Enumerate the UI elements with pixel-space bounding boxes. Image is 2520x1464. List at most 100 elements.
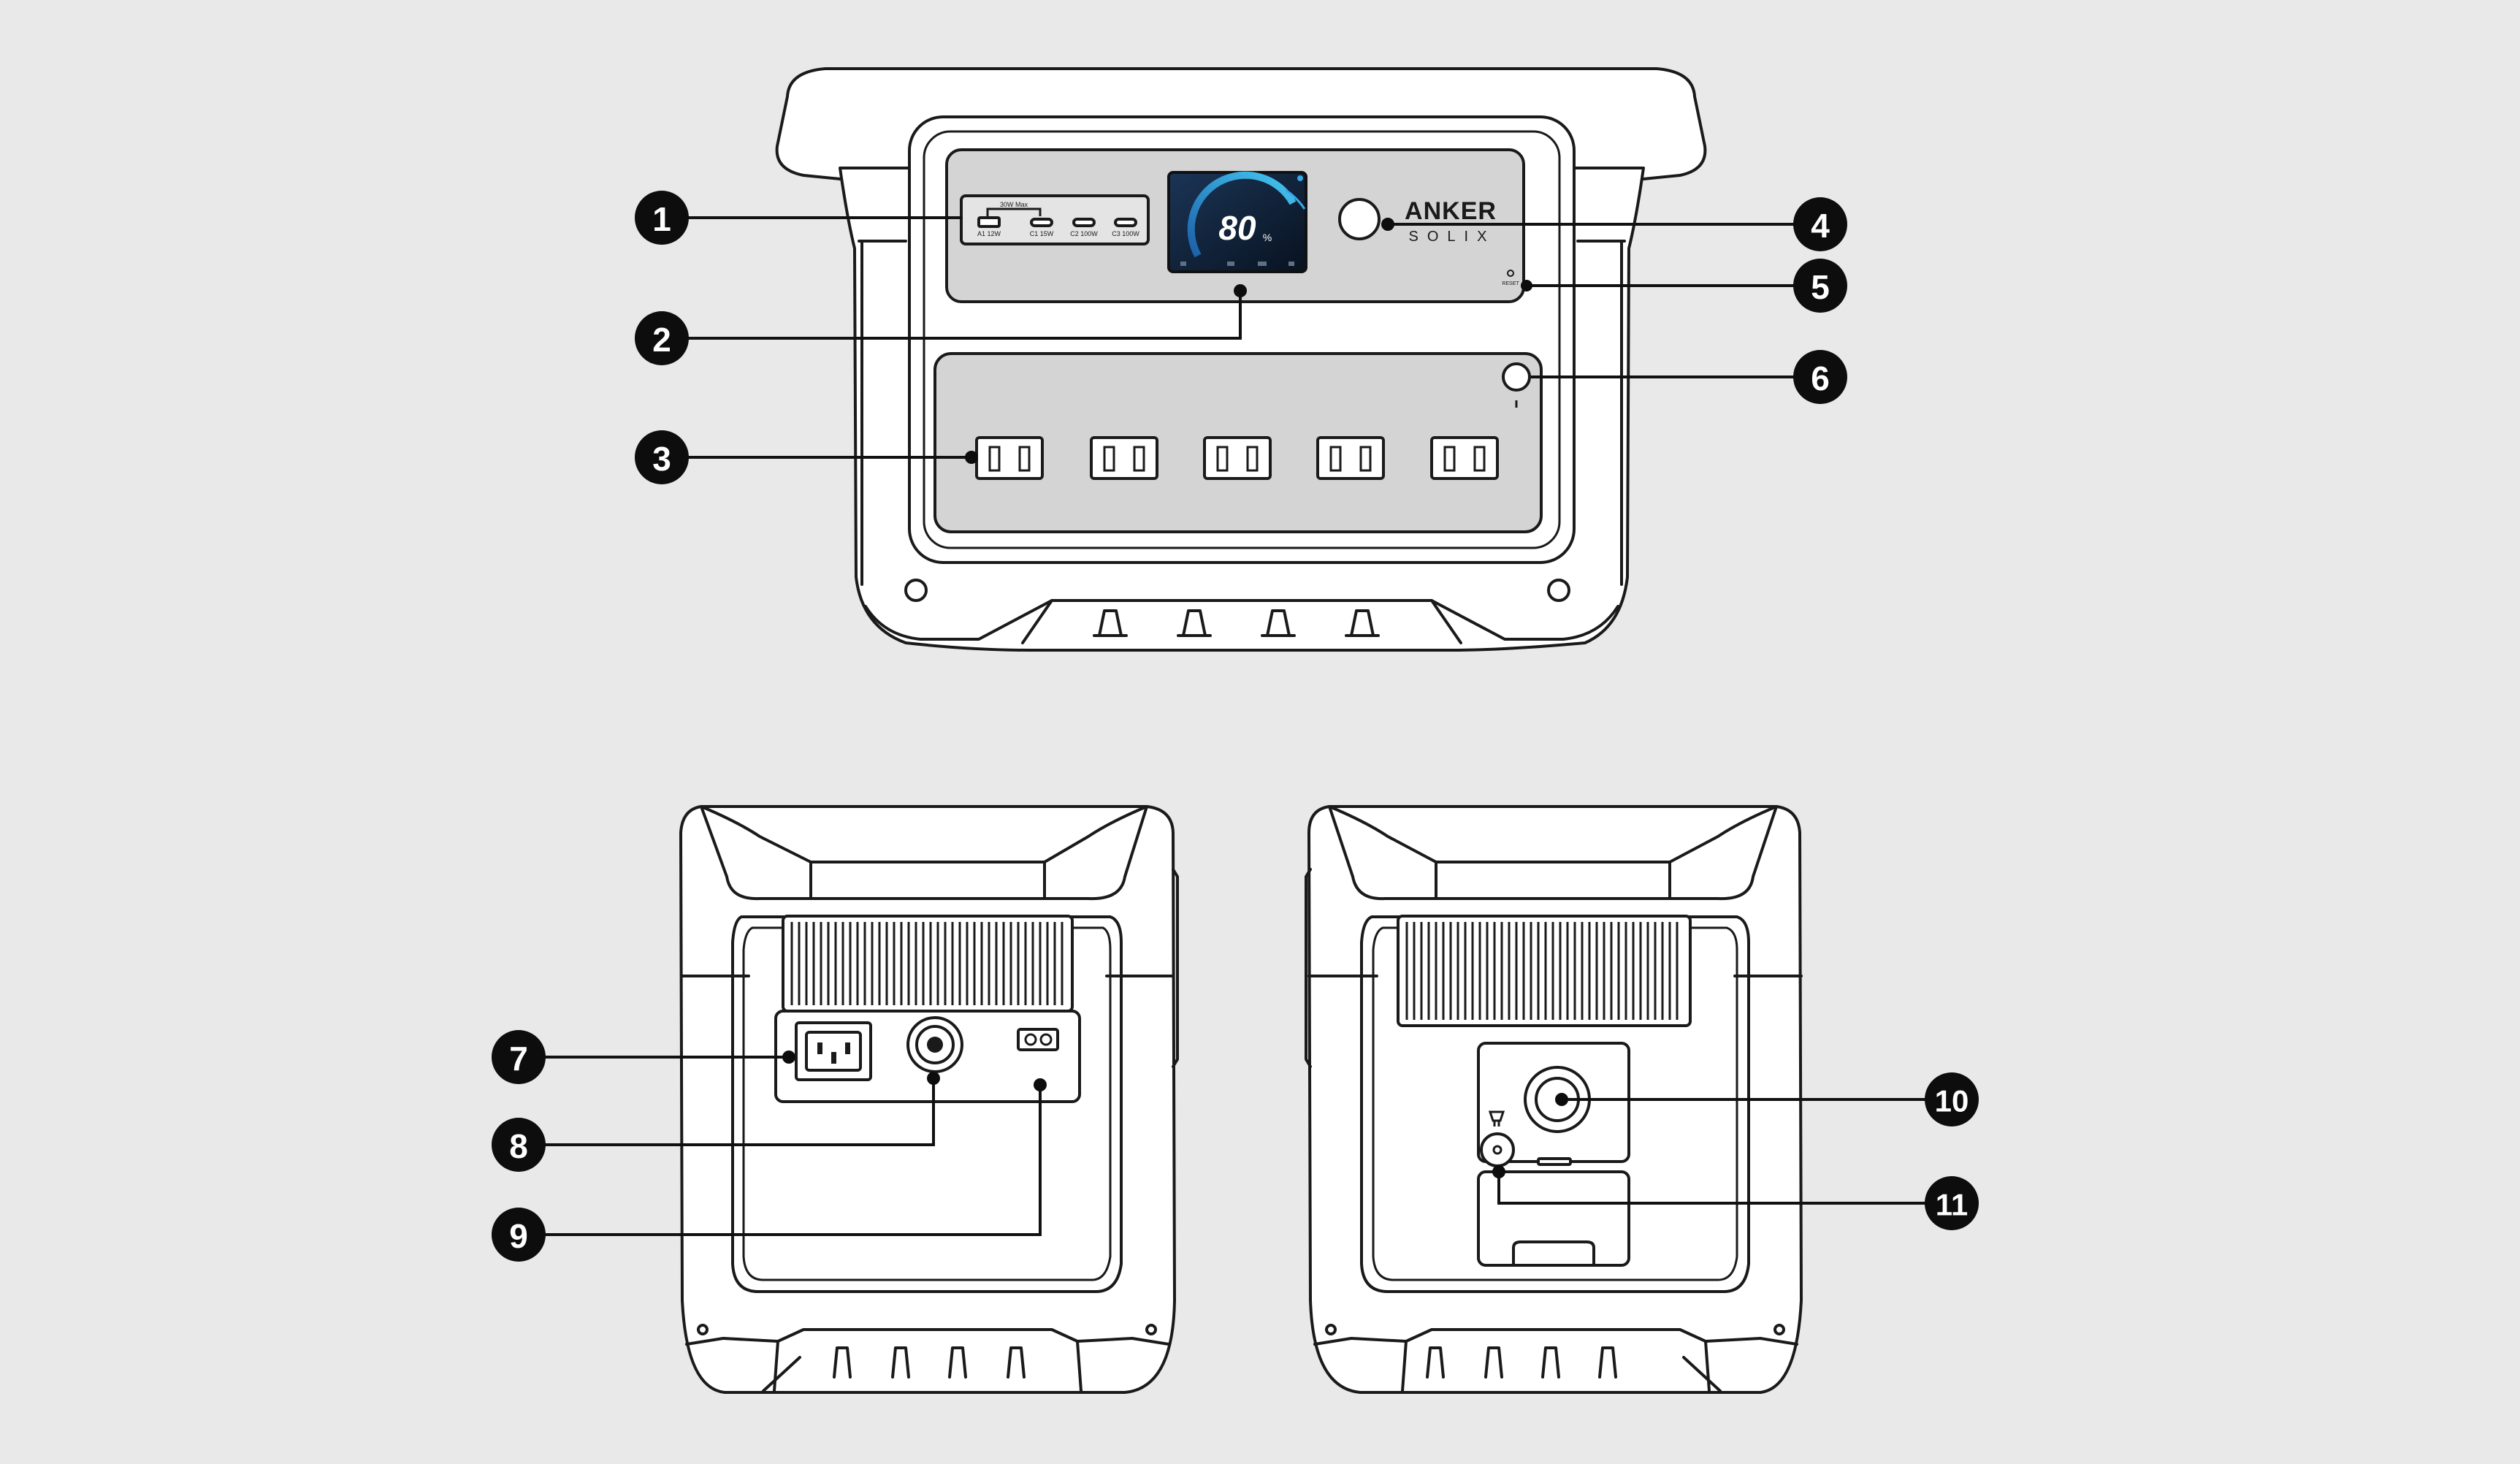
- status-icon: [1180, 262, 1186, 266]
- usb-port-label: C3 100W: [1112, 230, 1139, 237]
- callout-2-badge: [635, 311, 689, 365]
- callout-11-number: 11: [1936, 1188, 1968, 1222]
- screw-icon: [1547, 579, 1570, 602]
- callout-10-badge: [1925, 1072, 1979, 1126]
- ac-outlet[interactable]: [1203, 436, 1272, 480]
- callouts: 1 2 3 4 5 6 7 8: [492, 191, 1979, 1262]
- callout-4-badge: [1793, 197, 1847, 251]
- ac-outlets: [975, 436, 1499, 480]
- reset-pinhole-icon[interactable]: [1507, 270, 1514, 277]
- callout-11-line: [1497, 1172, 1952, 1205]
- left-panel-recess: [731, 915, 1123, 1293]
- callout-4-dot: [1381, 218, 1394, 231]
- callout-9-badge: [492, 1208, 546, 1262]
- right-top-band: [1435, 861, 1671, 900]
- callout-8-line: [519, 1078, 935, 1146]
- ac-outlet[interactable]: [975, 436, 1044, 480]
- battery-percent: 80: [1218, 209, 1256, 247]
- status-icon: [1258, 262, 1267, 266]
- usb-bracket: [986, 207, 1042, 216]
- side-ridges: [860, 240, 1623, 586]
- usb-c2-port: [1072, 218, 1096, 227]
- callout-11-dot: [1492, 1165, 1505, 1178]
- right-side-edge: [1305, 868, 1312, 1068]
- callout-7-dot: [782, 1051, 795, 1064]
- left-feet: [833, 1346, 1026, 1379]
- callout-10-number: 10: [1935, 1084, 1969, 1118]
- battery-expansion-port[interactable]: [1017, 1028, 1059, 1051]
- right-base-trim: [1313, 1328, 1798, 1346]
- callout-7-number: 7: [509, 1040, 528, 1078]
- ac-input-port[interactable]: [795, 1021, 872, 1081]
- small-dc-port[interactable]: [1480, 1132, 1515, 1167]
- front-base-slope: [1021, 599, 1462, 644]
- car-charging-input-port[interactable]: [906, 1016, 963, 1073]
- left-base-trim: [685, 1328, 1170, 1346]
- usb-c3-port: [1114, 218, 1137, 227]
- callout-11-badge: [1925, 1176, 1979, 1230]
- brand-logo-anker: ANKER: [1405, 197, 1497, 225]
- bumper-left: [700, 805, 812, 901]
- callout-8-dot: [927, 1072, 940, 1085]
- battery-gauge-arc: [1187, 171, 1297, 258]
- brand-logo-solix: SOLIX: [1409, 229, 1496, 245]
- usb-port-label: C1 15W: [1030, 230, 1054, 237]
- bumper-right: [1668, 805, 1778, 901]
- callout-6-number: 6: [1811, 359, 1830, 397]
- callout-2-number: 2: [652, 321, 671, 359]
- display-screen: 80 %: [1167, 171, 1307, 273]
- callout-5-dot: [1521, 280, 1532, 291]
- callout-8-number: 8: [509, 1127, 528, 1165]
- screw-icon: [1145, 1324, 1157, 1335]
- callout-8-badge: [492, 1118, 546, 1172]
- callout-9-number: 9: [509, 1217, 528, 1255]
- callout-5-badge: [1793, 259, 1847, 313]
- callout-2-line: [662, 291, 1242, 340]
- screw-icon: [697, 1324, 709, 1335]
- callout-9-line: [519, 1085, 1042, 1236]
- reset-label: RESET: [1502, 281, 1519, 286]
- front-base-trim: [864, 599, 1619, 641]
- bumper-right: [1043, 805, 1148, 901]
- callout-7-badge: [492, 1030, 546, 1084]
- left-side-edge: [1172, 868, 1179, 1068]
- ac-output-button[interactable]: [1502, 362, 1531, 392]
- port-cover[interactable]: [1477, 1170, 1630, 1267]
- left-vent-grille: [782, 915, 1074, 1013]
- screw-icon: [1325, 1324, 1337, 1335]
- usb-a-port: [977, 216, 1001, 228]
- callout-10-dot: [1555, 1093, 1568, 1106]
- callout-9-dot: [1034, 1078, 1047, 1091]
- usb-bracket-label: 30W Max: [1000, 201, 1028, 208]
- screw-icon: [1773, 1324, 1785, 1335]
- power-button[interactable]: [1338, 198, 1381, 240]
- status-icon: [1288, 262, 1294, 266]
- ac-outlet[interactable]: [1430, 436, 1499, 480]
- callout-3-dot: [965, 451, 978, 464]
- callout-3-number: 3: [652, 440, 671, 478]
- bumper-left: [1328, 805, 1437, 901]
- right-vent-slats: [1405, 922, 1679, 1020]
- left-panel-recess-inner: [742, 926, 1112, 1281]
- port-cover-handle: [1512, 1240, 1595, 1267]
- ac-outlet[interactable]: [1316, 436, 1385, 480]
- right-base-slope: [1401, 1340, 1722, 1392]
- status-icon: [1227, 262, 1234, 266]
- screw-icon: [904, 579, 928, 602]
- ac-outlet[interactable]: [1090, 436, 1158, 480]
- right-feet: [1426, 1346, 1617, 1379]
- battery-percent-unit: %: [1263, 232, 1272, 243]
- left-base-slope: [762, 1340, 1083, 1392]
- front-feet: [1093, 609, 1380, 637]
- callout-1-badge: [635, 191, 689, 245]
- right-vent-grille: [1397, 915, 1692, 1027]
- gauge-outer-arc: [1285, 188, 1306, 210]
- callout-3-badge: [635, 430, 689, 484]
- callout-6-badge: [1793, 350, 1847, 404]
- left-vent-slats: [790, 922, 1064, 1005]
- callout-4-number: 4: [1811, 207, 1830, 245]
- left-side-view: [679, 805, 1179, 1394]
- usb-port-label: C2 100W: [1070, 230, 1098, 237]
